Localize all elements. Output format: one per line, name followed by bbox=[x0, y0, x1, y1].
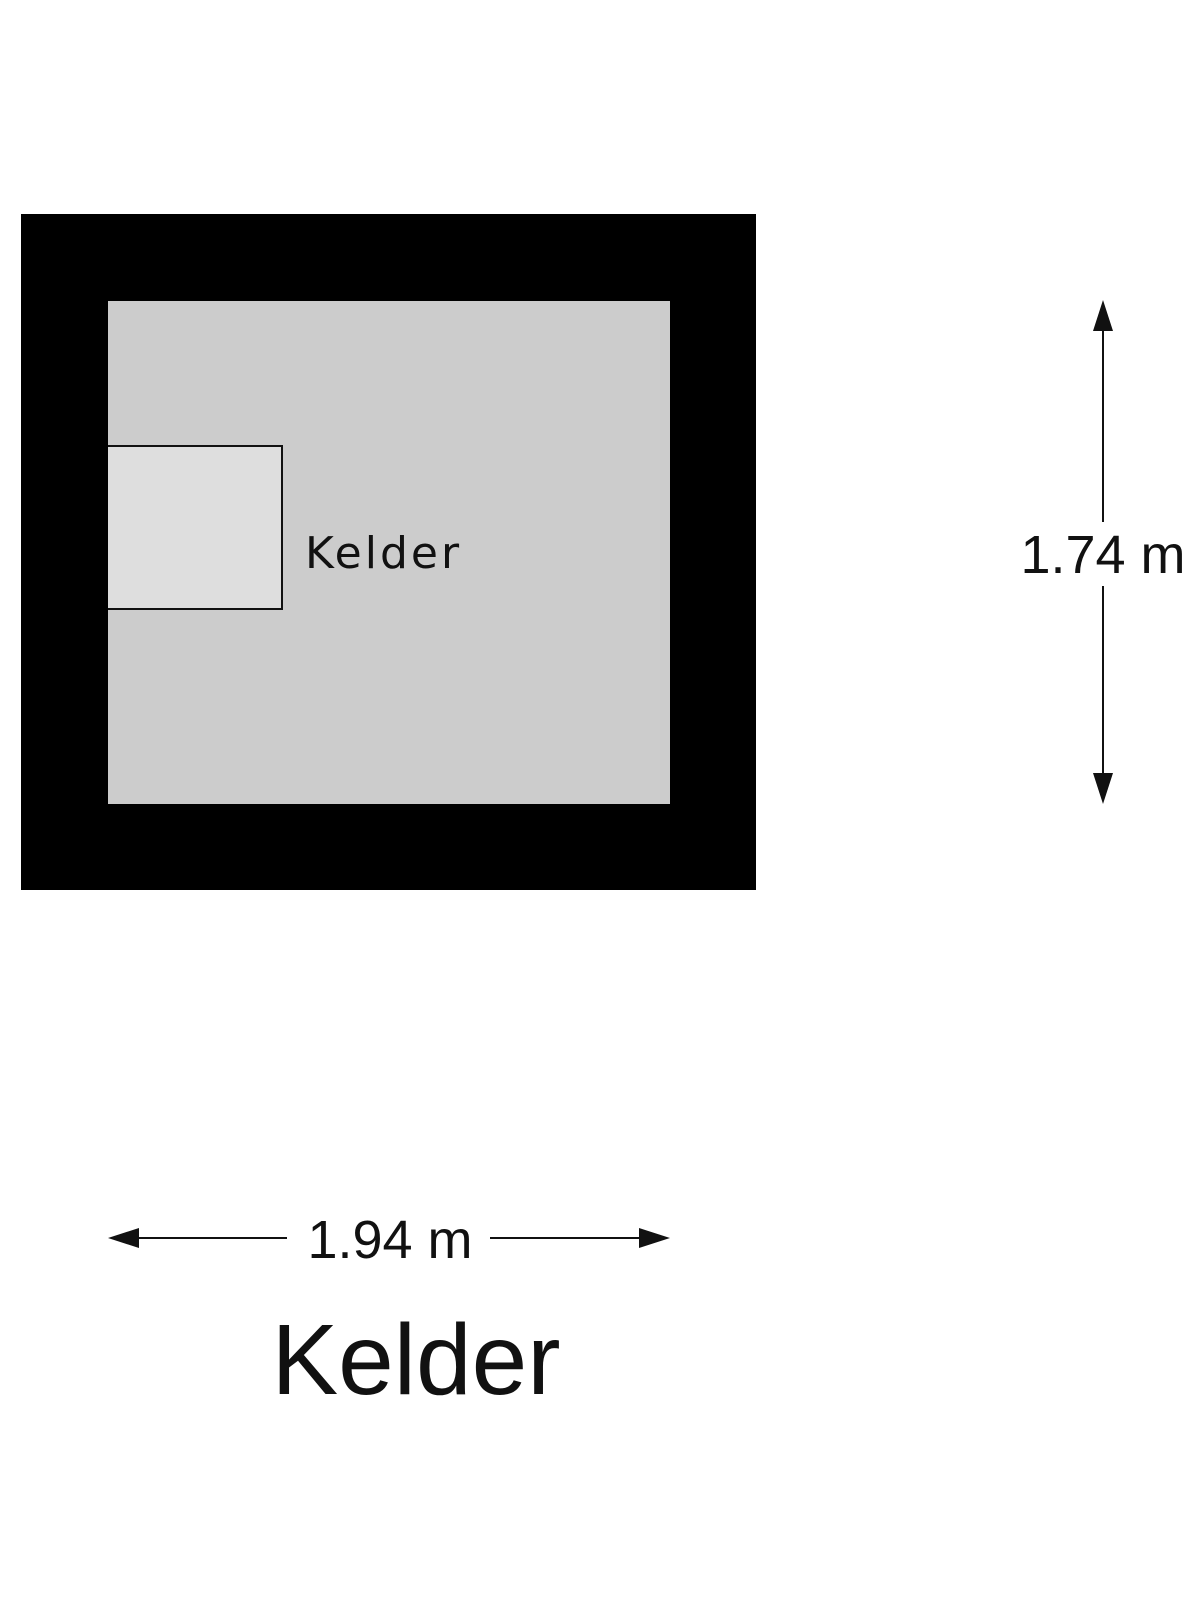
stair-element bbox=[108, 445, 283, 610]
floor-title: Kelder bbox=[271, 1304, 560, 1416]
room-label: Kelder bbox=[305, 528, 462, 579]
height-dimension: 1.74 m bbox=[1020, 300, 1186, 804]
arrow-down-icon bbox=[1093, 773, 1113, 804]
arrow-up-icon bbox=[1093, 300, 1113, 331]
width-dimension-label: 1.94 m bbox=[307, 1210, 472, 1270]
width-dimension: 1.94 m bbox=[108, 1210, 670, 1270]
arrow-right-icon bbox=[639, 1228, 670, 1248]
height-dimension-label: 1.74 m bbox=[1020, 525, 1185, 585]
arrow-left-icon bbox=[108, 1228, 139, 1248]
